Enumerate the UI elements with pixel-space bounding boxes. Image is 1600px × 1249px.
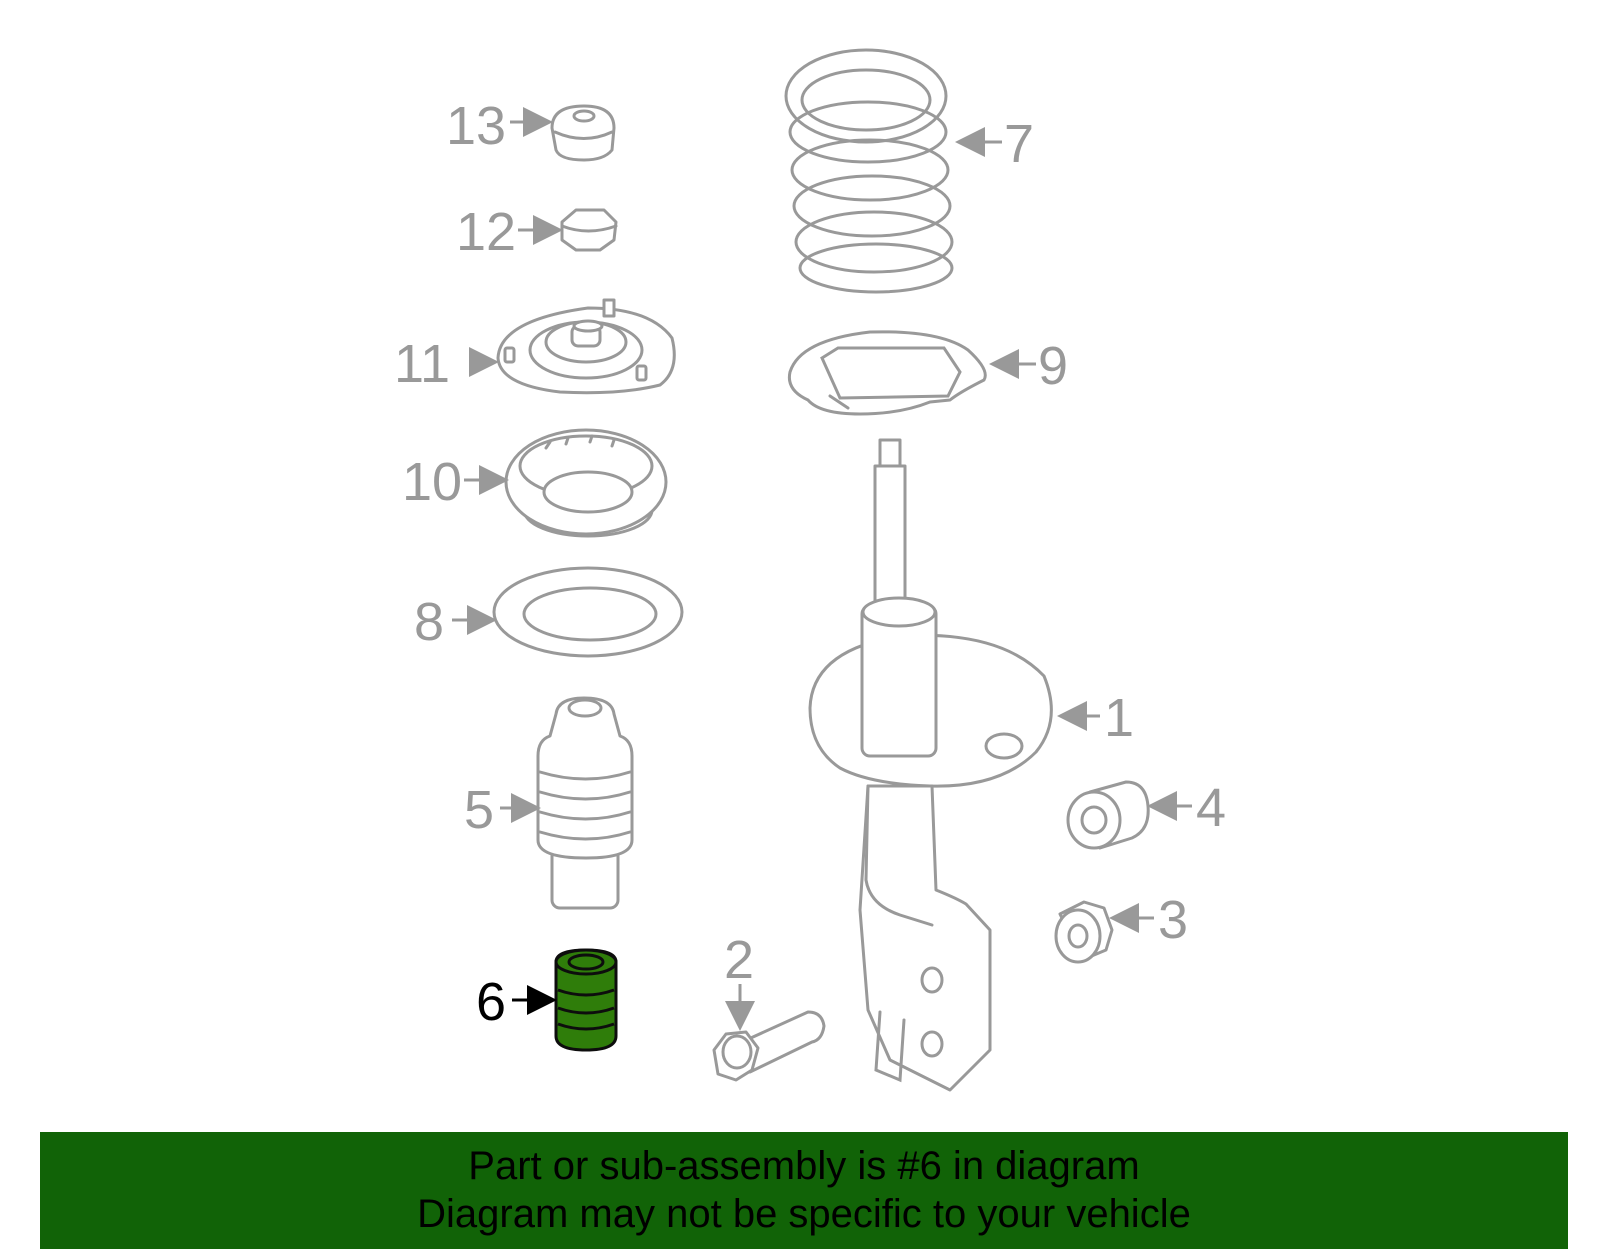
callout-6[interactable]: 6 xyxy=(476,972,506,1032)
callout-11[interactable]: 11 xyxy=(394,334,450,394)
callout-labels: 13 12 11 10 8 5 6 7 9 1 4 3 2 xyxy=(394,96,1226,1032)
callout-10[interactable]: 10 xyxy=(402,452,462,512)
part-3-flange-nut[interactable] xyxy=(1054,900,1114,964)
callout-7[interactable]: 7 xyxy=(1004,114,1034,174)
callout-3[interactable]: 3 xyxy=(1158,890,1188,950)
part-5-dust-boot[interactable] xyxy=(536,696,634,910)
part-6-bump-stop[interactable] xyxy=(554,948,618,1052)
banner-line-2: Diagram may not be specific to your vehi… xyxy=(417,1192,1191,1236)
part-4-bushing[interactable] xyxy=(1066,780,1150,850)
callout-2[interactable]: 2 xyxy=(724,930,754,990)
part-13-cap[interactable] xyxy=(550,104,616,162)
part-9-spring-seat[interactable] xyxy=(787,330,987,416)
banner-line-1: Part or sub-assembly is #6 in diagram xyxy=(468,1144,1140,1188)
part-11-strut-mount[interactable] xyxy=(496,298,676,395)
part-7-coil-spring[interactable] xyxy=(784,48,954,294)
part-12-hex-nut[interactable] xyxy=(560,208,618,252)
callout-1[interactable]: 1 xyxy=(1104,688,1134,748)
callout-arrows xyxy=(452,107,1192,1031)
part-8-insulator[interactable] xyxy=(492,566,684,658)
callout-12[interactable]: 12 xyxy=(456,202,516,262)
callout-13[interactable]: 13 xyxy=(446,96,506,156)
callout-8[interactable]: 8 xyxy=(414,592,444,652)
callout-5[interactable]: 5 xyxy=(464,780,494,840)
part-1-strut[interactable] xyxy=(808,438,1053,1092)
part-2-bolt[interactable] xyxy=(712,1010,826,1082)
part-10-bearing[interactable] xyxy=(504,428,668,538)
callout-9[interactable]: 9 xyxy=(1038,336,1068,396)
info-banner: Part or sub-assembly is #6 in diagram Di… xyxy=(40,1132,1568,1249)
callout-4[interactable]: 4 xyxy=(1196,778,1226,838)
